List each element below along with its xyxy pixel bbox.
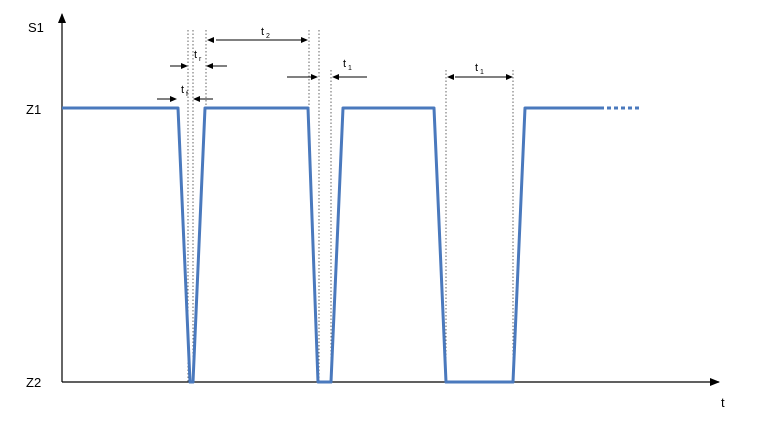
annotation-tr: t r <box>170 49 227 69</box>
t1b-label-sub: 1 <box>480 69 484 76</box>
t2-label: t <box>261 26 264 38</box>
t2-arrow-head-left <box>207 37 214 43</box>
t1b-label: t <box>475 62 478 74</box>
tr-label: t <box>194 49 197 61</box>
y-axis-label: S1 <box>28 20 44 35</box>
signal-waveform <box>62 106 600 384</box>
guide-lines <box>187 30 514 382</box>
t1b-arrow-head-left <box>447 74 454 80</box>
tr-label-sub: r <box>199 56 202 63</box>
annotation-t1-b: t 1 <box>447 62 513 80</box>
annotation-tf: t f <box>157 84 213 102</box>
tf-label: t <box>181 84 184 96</box>
annotation-t2: t 2 <box>207 26 308 43</box>
t1a-label-sub: 1 <box>348 65 352 72</box>
level-low-label: Z2 <box>26 375 41 390</box>
annotation-t1-a: t 1 <box>287 58 367 80</box>
t1a-label: t <box>343 58 346 70</box>
tf-label-sub: f <box>186 91 188 98</box>
level-high-label: Z1 <box>26 102 41 117</box>
x-axis-label: t <box>721 395 725 410</box>
t2-label-sub: 2 <box>266 33 270 40</box>
